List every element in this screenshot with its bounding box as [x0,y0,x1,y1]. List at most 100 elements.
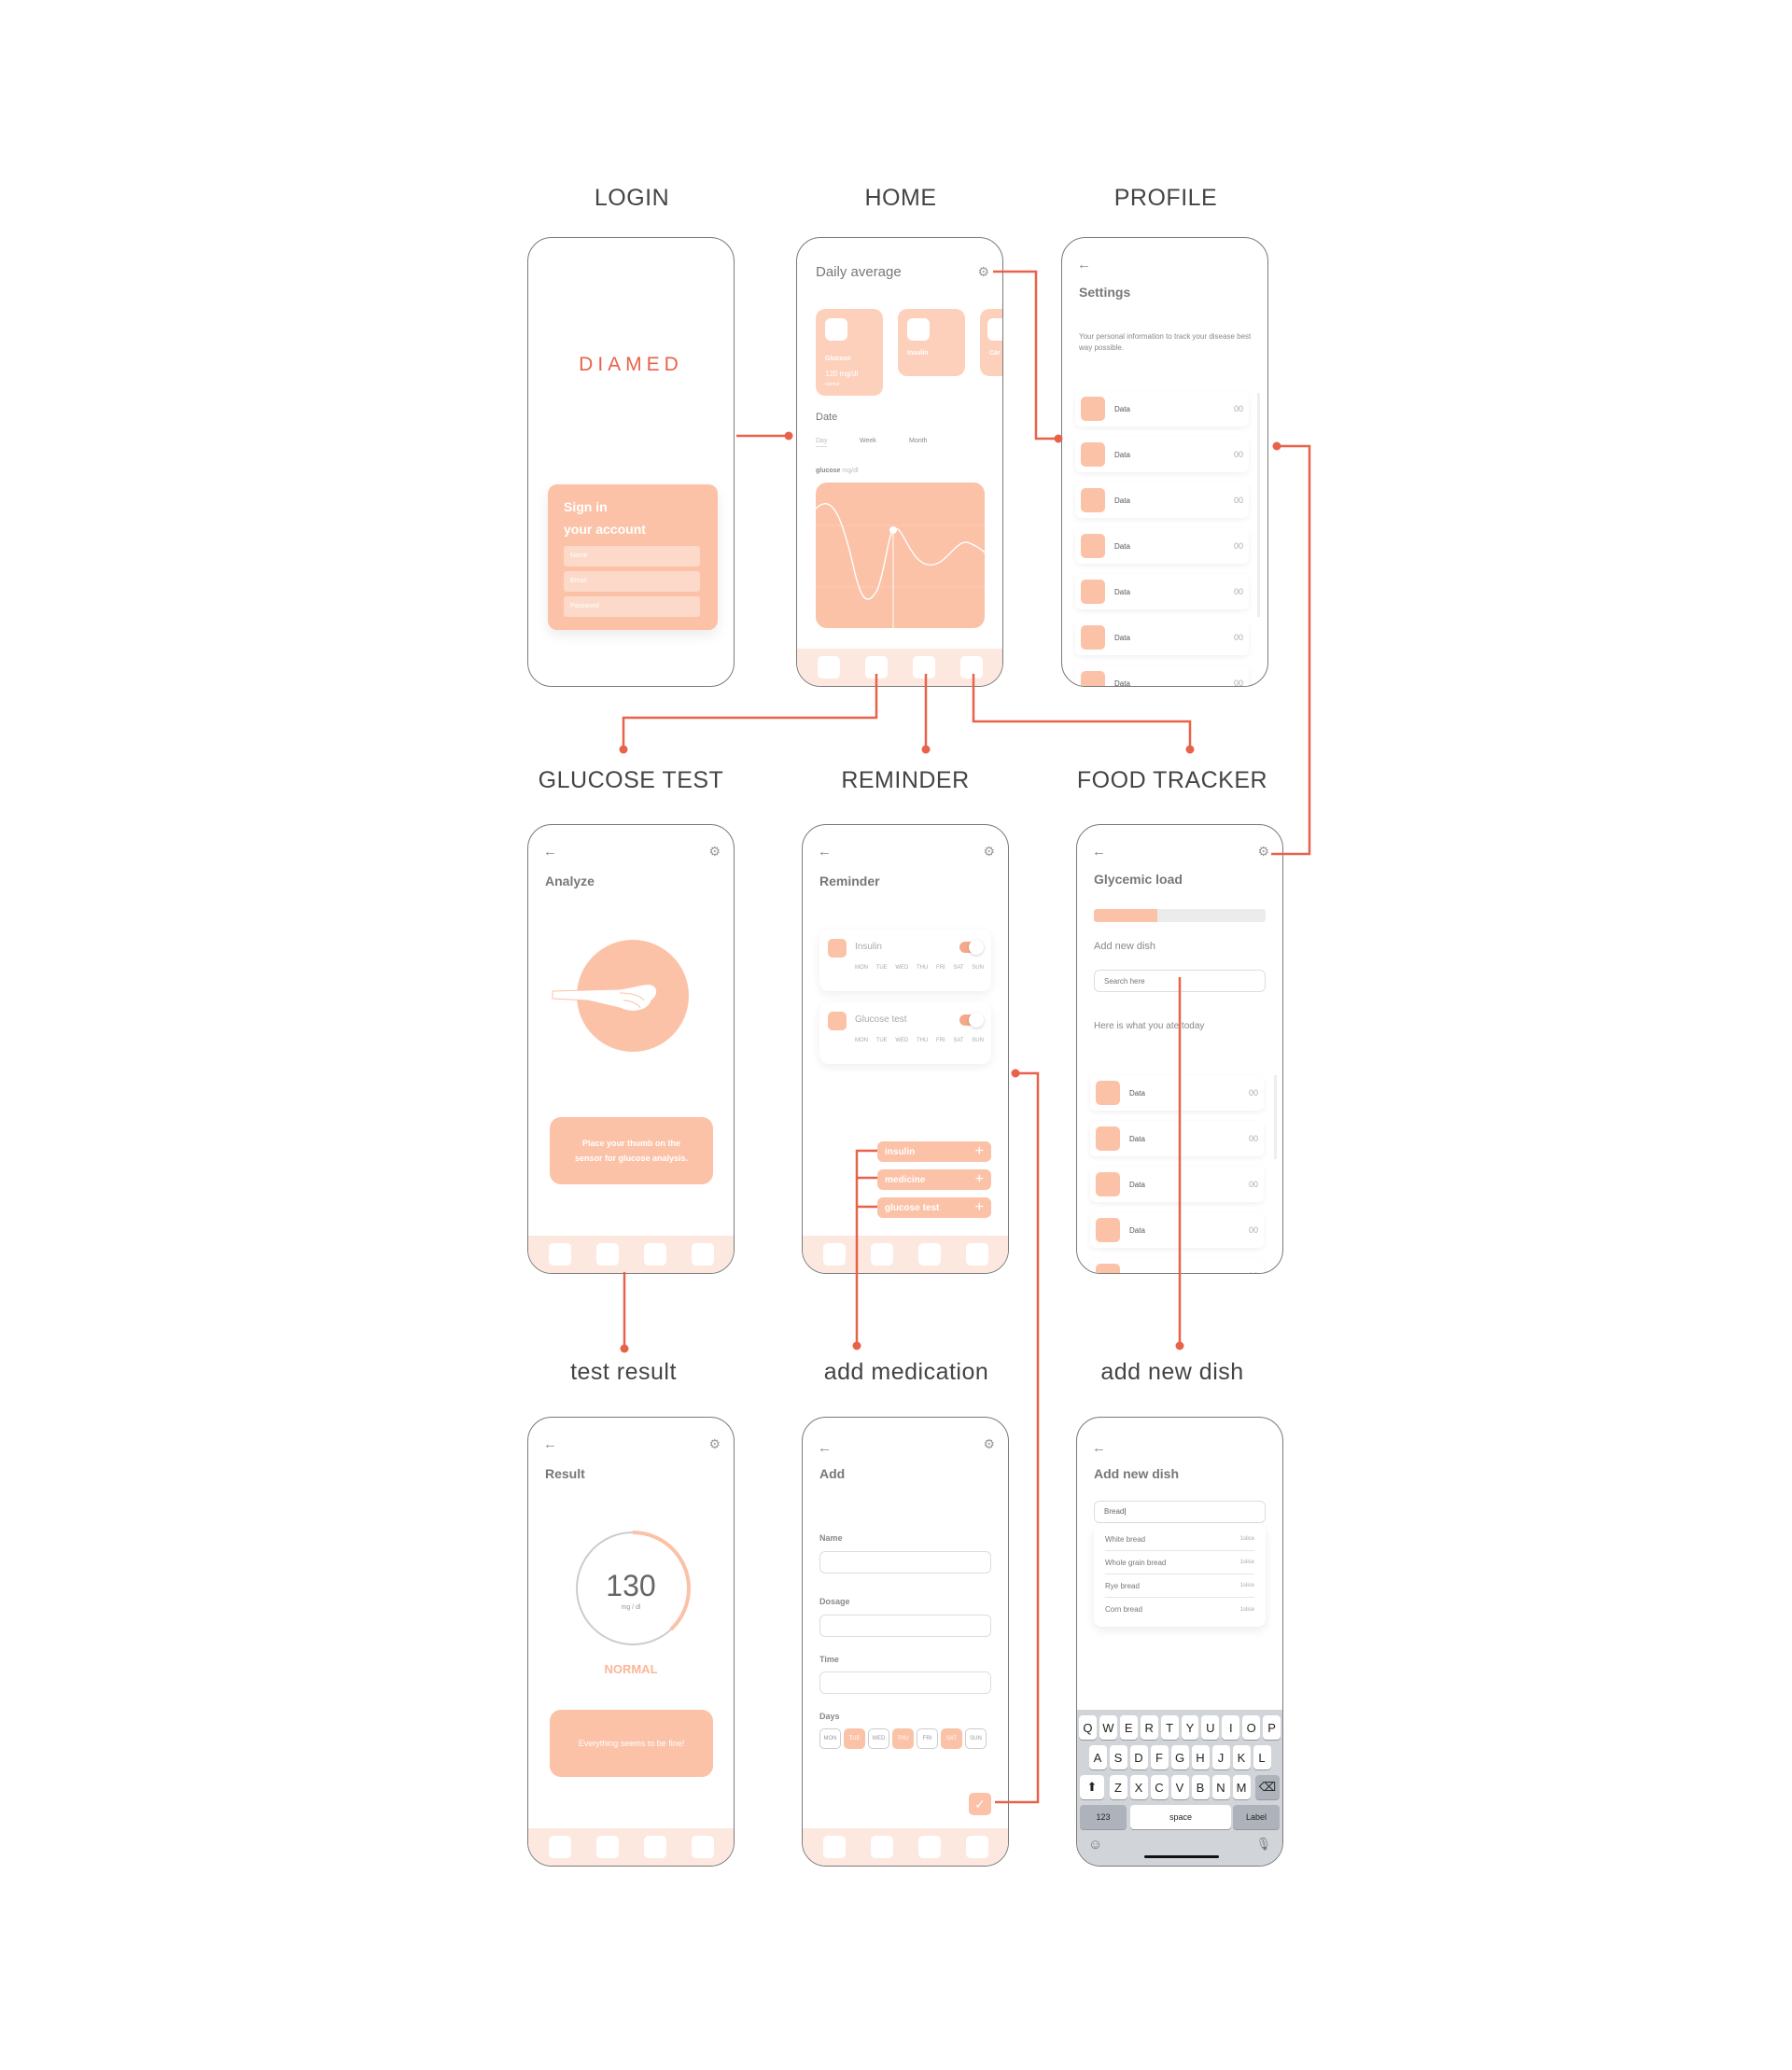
nav-reminder[interactable] [912,656,935,678]
emoji-icon[interactable]: ☺ [1088,1837,1103,1853]
nav-home[interactable] [817,656,840,678]
back-arrow-icon[interactable]: ← [818,1440,832,1456]
nav-glucose[interactable] [595,1836,619,1858]
nav-reminder[interactable] [917,1836,941,1858]
day-chip-fri[interactable]: FRI [917,1728,938,1749]
nav-home[interactable] [822,1243,846,1266]
gear-icon[interactable]: ⚙ [708,1436,721,1451]
shift-key[interactable]: ⬆ [1080,1775,1104,1799]
confirm-check-button[interactable]: ✓ [969,1793,991,1815]
key-y[interactable]: Y [1181,1715,1199,1740]
add-insulin-button[interactable]: insulin+ [877,1141,991,1162]
carbs-card[interactable]: Car [980,309,1002,376]
dosage-input[interactable] [819,1615,991,1637]
key-q[interactable]: Q [1078,1715,1097,1740]
day-chip-mon[interactable]: MON [819,1728,841,1749]
key-m[interactable]: M [1232,1775,1251,1799]
nav-home[interactable] [548,1836,571,1858]
microphone-icon[interactable]: 🎙 [1255,1837,1271,1851]
nav-reminder[interactable] [643,1836,666,1858]
key-i[interactable]: I [1222,1715,1240,1740]
key-n[interactable]: N [1211,1775,1230,1799]
key-g[interactable]: G [1170,1745,1189,1769]
key-e[interactable]: E [1119,1715,1138,1740]
nav-glucose[interactable] [870,1243,893,1266]
tab-week[interactable]: Week [860,438,876,444]
return-key[interactable]: Label [1233,1805,1280,1829]
key-h[interactable]: H [1191,1745,1210,1769]
gear-icon[interactable]: ⚙ [1257,844,1269,859]
dish-search-input[interactable]: Bread| [1094,1501,1266,1523]
add-medicine-button[interactable]: medicine+ [877,1169,991,1190]
key-o[interactable]: O [1242,1715,1261,1740]
space-key[interactable]: space [1130,1805,1231,1829]
key-b[interactable]: B [1191,1775,1210,1799]
key-t[interactable]: T [1160,1715,1179,1740]
gear-icon[interactable]: ⚙ [983,844,995,859]
key-z[interactable]: Z [1109,1775,1127,1799]
nav-food[interactable] [965,1243,988,1266]
key-k[interactable]: K [1232,1745,1251,1769]
nav-home[interactable] [822,1836,846,1858]
email-input[interactable]: Email [564,571,700,592]
scrollbar[interactable] [1257,393,1260,617]
insulin-toggle[interactable] [959,940,984,955]
key-v[interactable]: V [1170,1775,1189,1799]
day-chip-wed[interactable]: WED [868,1728,889,1749]
back-arrow-icon[interactable]: ← [1077,257,1091,273]
key-p[interactable]: P [1263,1715,1281,1740]
back-arrow-icon[interactable]: ← [543,844,557,860]
tab-day[interactable]: Day [816,438,828,447]
back-arrow-icon[interactable]: ← [1092,1440,1106,1456]
key-l[interactable]: L [1253,1745,1271,1769]
key-r[interactable]: R [1140,1715,1158,1740]
glucose-test-toggle[interactable] [959,1013,984,1028]
key-j[interactable]: J [1211,1745,1230,1769]
password-input[interactable]: Password [564,596,700,617]
tab-month[interactable]: Month [909,438,928,444]
nav-glucose[interactable] [870,1836,893,1858]
back-arrow-icon[interactable]: ← [1092,844,1106,860]
nav-food[interactable] [965,1836,988,1858]
day-chip-sun[interactable]: SUN [965,1728,987,1749]
numbers-key[interactable]: 123 [1080,1805,1127,1829]
day-chip-thu[interactable]: THU [892,1728,914,1749]
day-chip-tue[interactable]: TUE [844,1728,865,1749]
gear-icon[interactable]: ⚙ [708,844,721,859]
nav-food[interactable] [691,1243,714,1266]
back-arrow-icon[interactable]: ← [543,1436,557,1452]
key-w[interactable]: W [1099,1715,1117,1740]
key-d[interactable]: D [1129,1745,1148,1769]
key-f[interactable]: F [1150,1745,1169,1769]
key-a[interactable]: A [1088,1745,1107,1769]
scrollbar[interactable] [1274,1075,1277,1159]
key-c[interactable]: C [1150,1775,1169,1799]
nav-home[interactable] [548,1243,571,1266]
nav-glucose[interactable] [595,1243,619,1266]
time-input[interactable] [819,1671,991,1694]
nav-reminder[interactable] [643,1243,666,1266]
name-input[interactable]: Name [564,546,700,566]
key-x[interactable]: X [1129,1775,1148,1799]
glucose-card[interactable]: Glucose 120 mg/dl normal [816,309,883,396]
backspace-key[interactable]: ⌫ [1255,1775,1280,1799]
back-arrow-icon[interactable]: ← [818,844,832,860]
day-chip-sat[interactable]: SAT [941,1728,962,1749]
gear-icon[interactable]: ⚙ [977,264,989,279]
